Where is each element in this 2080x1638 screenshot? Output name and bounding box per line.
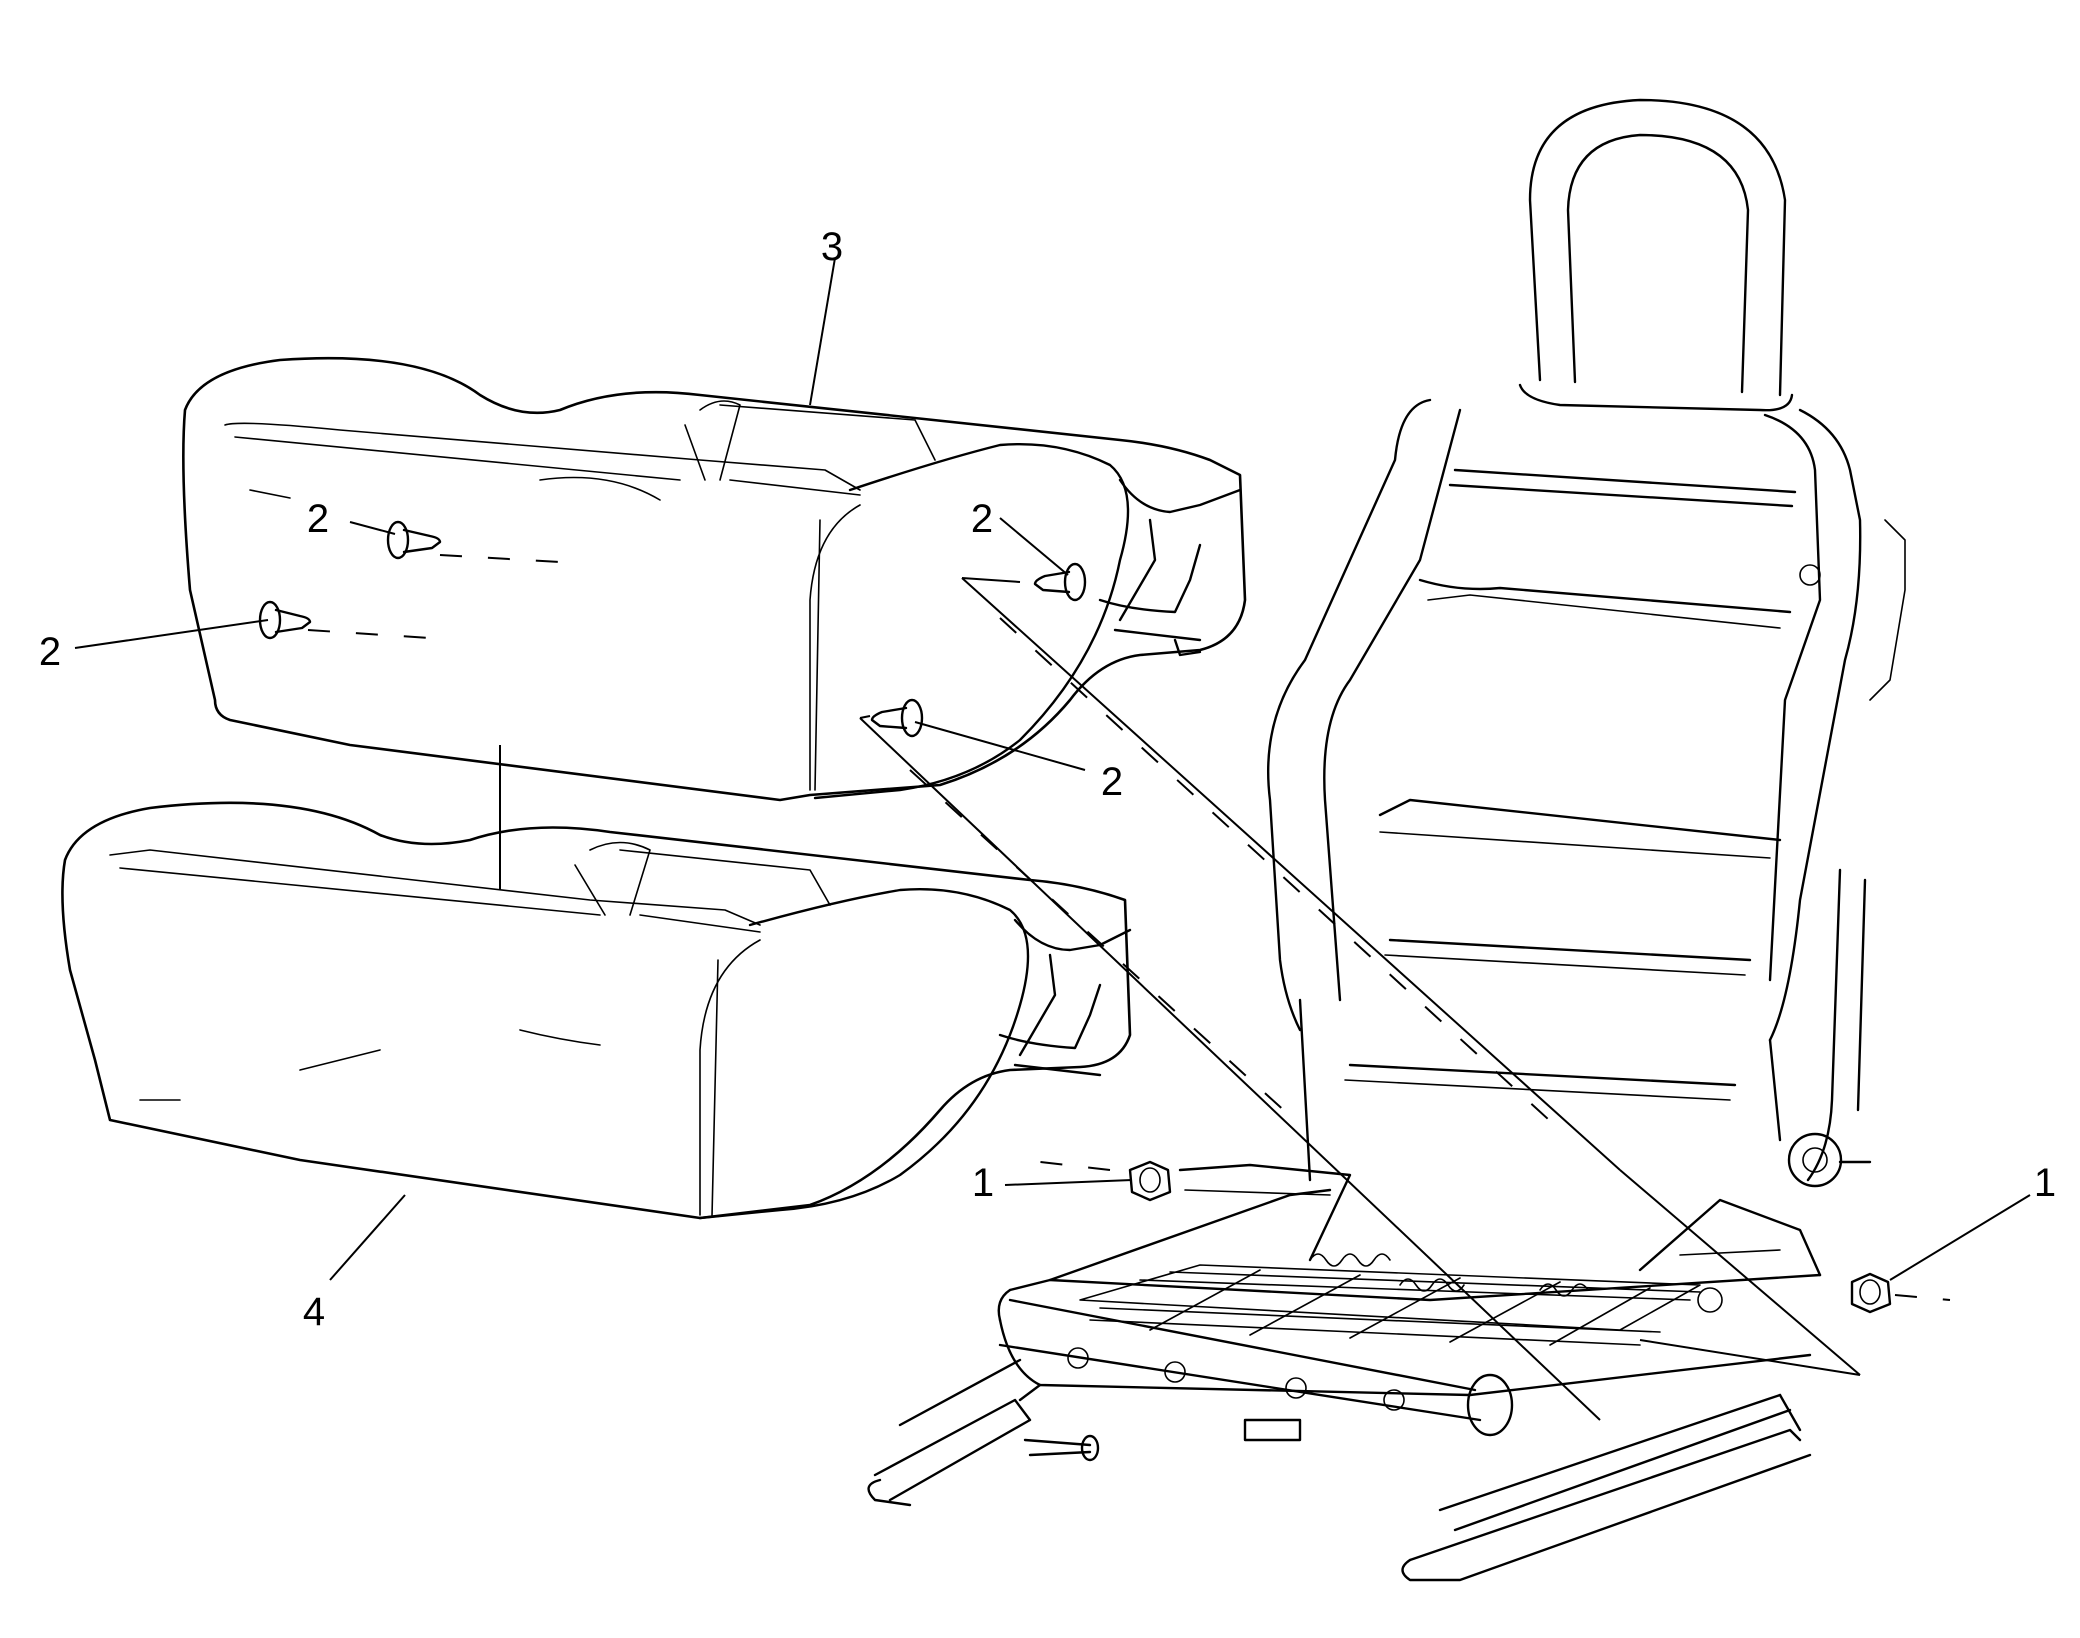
seat-spring-mesh: [1079, 1264, 1701, 1346]
callout-2-mid-left: 2: [39, 630, 61, 674]
retainer-top-left: [386, 520, 442, 560]
seat-tracks: [867, 1358, 1812, 1582]
nut-right: [1850, 1272, 1892, 1314]
assembly-lines: [307, 554, 1951, 1421]
retainer-top-right: [1033, 562, 1087, 602]
callout-3: 3: [821, 225, 843, 269]
retainer-lower-right: [870, 698, 924, 738]
nut-left: [1128, 1160, 1172, 1202]
callout-2-top-left: 2: [307, 497, 329, 541]
seat-cushion-pad: [182, 356, 1247, 802]
callout-2-top-right: 2: [971, 497, 993, 541]
seat-frame: [867, 98, 1906, 1582]
callout-1-right: 1: [2034, 1161, 2056, 1205]
callout-1-left: 1: [972, 1161, 994, 1205]
seat-cushion-cover: [61, 801, 1132, 1220]
callout-2-lower-right: 2: [1101, 760, 1123, 804]
retainer-mid-left: [258, 600, 312, 640]
callout-leaders: [74, 257, 2031, 1281]
callout-4: 4: [303, 1290, 325, 1334]
